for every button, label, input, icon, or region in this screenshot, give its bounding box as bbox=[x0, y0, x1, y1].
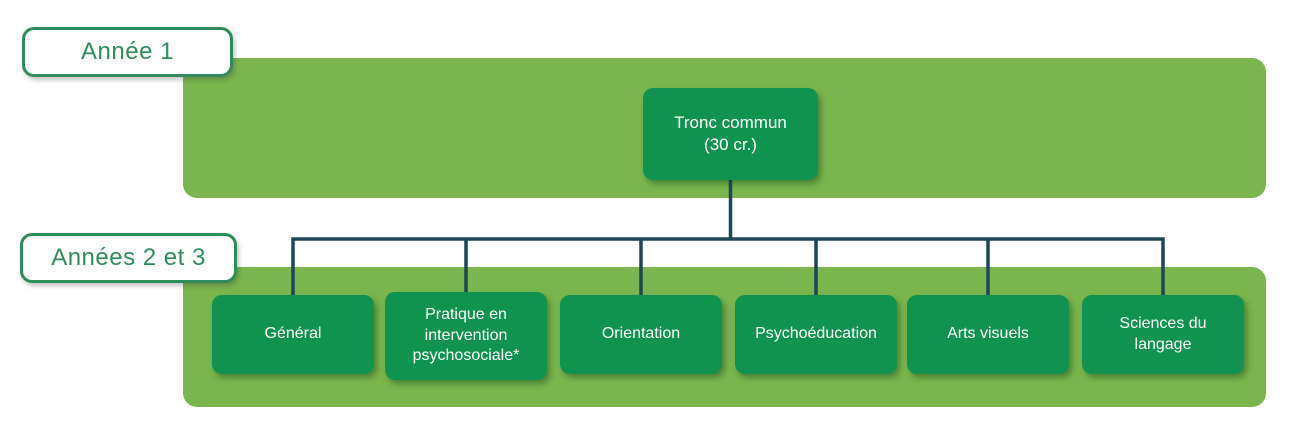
branch-box-pratique-intervention-psychosociale: Pratique en intervention psychosociale* bbox=[385, 292, 547, 380]
branch-label: Arts visuels bbox=[947, 325, 1029, 343]
year1-label-text: Année 1 bbox=[81, 38, 174, 65]
branch-label: Psychoéducation bbox=[755, 325, 877, 343]
branch-label: Orientation bbox=[601, 325, 681, 343]
tronc-commun-box: Tronc commun (30 cr.) bbox=[643, 88, 818, 180]
branch-label: Général bbox=[264, 325, 322, 343]
years23-label: Années 2 et 3 bbox=[20, 233, 237, 283]
years23-label-text: Années 2 et 3 bbox=[51, 244, 206, 271]
branch-box-general: Général bbox=[212, 295, 374, 374]
branch-label: Pratique en intervention psychosociale* bbox=[412, 305, 520, 365]
tronc-commun-title: Tronc commun bbox=[674, 112, 787, 132]
branch-box-sciences-du-langage: Sciences du langage bbox=[1082, 295, 1244, 374]
branch-box-psychoeducation: Psychoéducation bbox=[735, 295, 897, 374]
branch-box-orientation: Orientation bbox=[560, 295, 722, 374]
branch-drop-lines bbox=[464, 239, 990, 297]
year1-label: Année 1 bbox=[22, 27, 233, 77]
tronc-commun-credits: (30 cr.) bbox=[704, 135, 757, 154]
branch-box-arts-visuels: Arts visuels bbox=[907, 295, 1069, 374]
branch-label: Sciences du langage bbox=[1119, 314, 1207, 353]
branch-bus-line bbox=[291, 237, 1165, 297]
